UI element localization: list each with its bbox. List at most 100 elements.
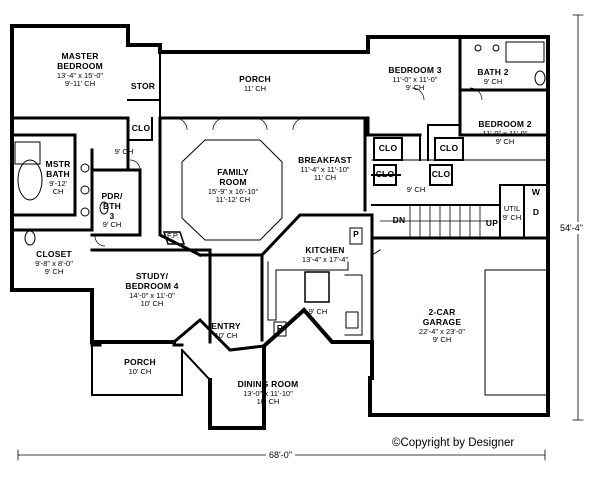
family-room-ceiling: 11'-12' CH [215,195,251,205]
util-label: UTIL 9' CH [500,204,524,222]
hall-left-ceiling: 9' CH [106,147,142,157]
width-dimension: 68'-0" [266,450,295,460]
bedroom2-name: BEDROOM 2 [478,119,532,129]
garage-door [484,269,549,396]
fp-name: F.P. [167,231,179,240]
study-name-1: STUDY/ [135,271,169,281]
fp-label: F.P. [160,231,186,241]
depth-dimension: 54'-4" [560,222,583,234]
master-bedroom-name-1: MASTER [61,51,99,61]
hall-left-ceiling-text: 9' CH [114,147,134,156]
garage-name-2: GARAGE [422,316,462,327]
breakfast-size: 11'-4" x 11'-10" [300,164,350,174]
porch-top-name: PORCH [239,74,271,84]
breakfast-label: BREAKFAST 11'-4" x 11'-10" 11' CH [292,155,358,183]
dn-label: DN [388,215,410,226]
study-ceiling: 10' CH [140,299,164,309]
mstr-bath-label: MSTR BATH 9'-12' CH [40,159,76,197]
d-label: D [526,207,546,218]
pdr-bth-name-2: BTH [102,200,122,211]
d-name: D [532,207,540,217]
w-label: W [526,187,546,198]
clo-b3a-label: CLO [376,143,400,154]
bedroom3-label: BEDROOM 3 11'-0" x 11'-0" 9' CH [380,65,450,93]
dining-name: DINING ROOM [237,379,299,389]
bath2-name: BATH 2 [477,67,509,77]
dining-label: DINING ROOM 13'-0" x 11'-10" 10' CH [228,379,308,407]
master-bedroom-ceiling: 9'-11' CH [64,79,96,89]
kitchen-name: KITCHEN [305,245,345,255]
pdr-bth-name-3: 3 [109,210,115,221]
dining-ceiling: 10' CH [256,397,280,407]
mstr-bath-ceiling-2: CH [52,187,64,197]
bedroom3-ceiling: 9' CH [405,83,425,93]
master-bedroom-size: 13'-4" x 15'-0" [56,70,104,80]
mstr-bath-name-2: BATH [46,168,70,179]
breakfast-ceiling: 11' CH [313,173,337,183]
clo-b3b-name: CLO [375,169,395,179]
study-size: 14'-0" x 11'-0" [129,290,175,300]
hall-right-ceiling-text: 9' CH [406,185,426,194]
master-bedroom-label: MASTER BEDROOM 13'-4" x 15'-0" 9'-11' CH [40,51,120,89]
mstr-bath-ceiling-1: 9'-12' [49,178,67,188]
bedroom2-ceiling: 9' CH [495,137,515,147]
master-tub [17,159,43,201]
master-bedroom-name-2: BEDROOM [57,60,103,71]
garage-name-1: 2-CAR [428,307,456,317]
up-name: UP [485,218,499,228]
stor-name: STOR [130,81,156,91]
util-name: UTIL [503,204,521,213]
copyright-text: ©Copyright by Designer [392,437,515,449]
util-ceiling: 9' CH [502,212,522,222]
clo-b2a-name: CLO [439,143,459,153]
w-name: W [531,187,541,197]
dining-size: 13'-0" x 11'-10" [243,388,293,398]
closet-ceiling: 9' CH [44,267,64,277]
kitchen-ceiling: 9' CH [308,307,328,316]
kitchen-island [304,271,330,303]
mstr-bath-name-1: MSTR [45,159,71,169]
garage-label: 2-CAR GARAGE 22'-4" x 23'-0" 9' CH [402,307,482,345]
bedroom2-label: BEDROOM 2 11'-0" x 11'-0" 9' CH [470,119,540,147]
clo-porch-label: CLO [128,123,154,134]
p-label: P [350,229,362,240]
outer-wall-bottom [208,307,374,430]
family-room-name-2: ROOM [219,176,247,187]
family-room-label: FAMILY ROOM 15'-9" x 16'-10" 11'-12' CH [195,167,271,205]
study-label: STUDY/ BEDROOM 4 14'-0" x 11'-0" 10' CH [112,271,192,309]
clo-b3a-name: CLO [378,143,398,153]
bath2-ceiling: 9' CH [483,76,503,86]
kitchen-label: KITCHEN 13'-4" x 17'-4" [294,245,356,264]
closet-label: CLOSET 9'-8" x 8'-0" 9' CH [24,249,84,277]
pdr-bth-name-1: PDR/ [101,191,123,201]
bath2-label: BATH 2 9' CH [468,67,518,86]
clo-b2b-label: CLO [430,169,452,180]
front-porch-outline [91,344,183,396]
entry-name: ENTRY [211,321,241,331]
porch-top-ceiling: 11' CH [243,83,267,93]
outer-wall-left [10,24,176,344]
clo-porch-name: CLO [131,123,151,133]
pdr-bth-ceiling: 9' CH [102,220,122,230]
porch-top-label: PORCH 11' CH [225,74,285,93]
family-room-octagon [181,139,283,241]
bedroom3-size: 11'-0" x 11'-0" [392,74,438,84]
kitchen-ceiling-label: 9' CH [300,307,336,317]
bedroom2-size: 11'-0" x 11'-0" [482,128,528,138]
r-label: R [274,323,286,334]
entry-ceiling: 10' CH [214,330,238,340]
porch-front-ceiling: 10' CH [128,366,152,376]
closet-size: 9'-8" x 8'-0" [35,258,73,268]
porch-front-label: PORCH 10' CH [118,357,162,376]
entry-label: ENTRY 10' CH [204,321,248,340]
family-room-size: 15'-9" x 16'-10" [207,186,259,196]
garage-size: 22'-4" x 23'-0" [418,326,466,336]
clo-b3b-label: CLO [374,169,396,180]
family-room-name-1: FAMILY [217,167,249,177]
kitchen-size: 13'-4" x 17'-4" [301,254,349,264]
pdr-bth-label: PDR/ BTH 3 9' CH [93,191,131,230]
p-name: P [353,229,359,239]
stor-label: STOR [128,81,158,92]
r-name: R [276,323,284,333]
